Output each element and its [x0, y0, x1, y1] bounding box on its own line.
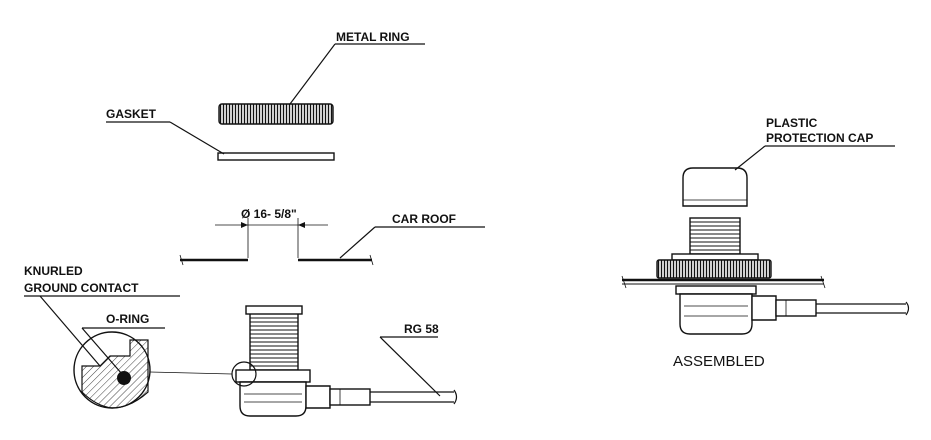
car-roof-callout: CAR ROOF — [339, 212, 485, 259]
gasket — [217, 152, 335, 161]
knurled-callout: KNURLED GROUND CONTACT — [24, 264, 180, 367]
metal-ring — [218, 103, 334, 125]
diameter-dimension: Ø 16- 5/8" — [215, 207, 328, 258]
diameter-label: Ø 16- 5/8" — [241, 207, 297, 221]
antenna-base — [231, 305, 458, 417]
plastic-label-line2: PROTECTION CAP — [766, 131, 873, 145]
plastic-cap-callout: PLASTIC PROTECTION CAP — [734, 116, 895, 171]
rg58-label: RG 58 — [404, 322, 439, 336]
knurled-label-line1: KNURLED — [24, 264, 83, 278]
assembled-antenna — [621, 217, 910, 335]
assembled-caption: ASSEMBLED — [673, 353, 765, 370]
rg58-callout: RG 58 — [379, 322, 441, 397]
metal-ring-callout: METAL RING — [289, 30, 425, 105]
plastic-protection-cap — [682, 167, 748, 207]
gasket-label: GASKET — [106, 107, 157, 121]
o-ring-label: O-RING — [106, 312, 149, 326]
detail-view — [73, 331, 233, 409]
car-roof-label: CAR ROOF — [392, 212, 456, 226]
metal-ring-label: METAL RING — [336, 30, 410, 44]
o-ring-callout: O-RING — [81, 312, 165, 375]
car-roof — [179, 254, 374, 266]
gasket-callout: GASKET — [106, 107, 225, 155]
plastic-label-line1: PLASTIC — [766, 116, 818, 130]
knurled-label-line2: GROUND CONTACT — [24, 281, 139, 295]
